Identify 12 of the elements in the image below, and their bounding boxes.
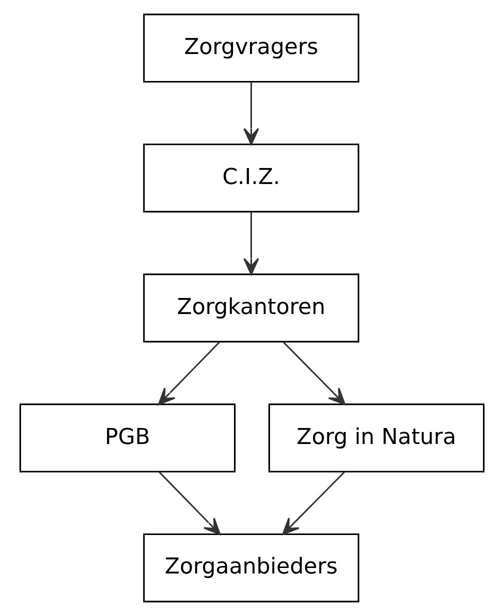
arrow xyxy=(158,342,220,406)
node-box: Zorgkantoren xyxy=(142,274,359,342)
node-box: Zorgvragers xyxy=(142,14,359,83)
node-box: PGB xyxy=(18,404,236,472)
arrow xyxy=(158,472,220,536)
node-box: Zorgaanbieders xyxy=(142,533,359,602)
node-box: C.I.Z. xyxy=(142,144,359,212)
arrow xyxy=(242,212,259,276)
arrow xyxy=(282,342,346,406)
arrow xyxy=(242,82,259,146)
node-box: Zorg in Natura xyxy=(268,404,484,472)
arrow xyxy=(282,472,344,536)
